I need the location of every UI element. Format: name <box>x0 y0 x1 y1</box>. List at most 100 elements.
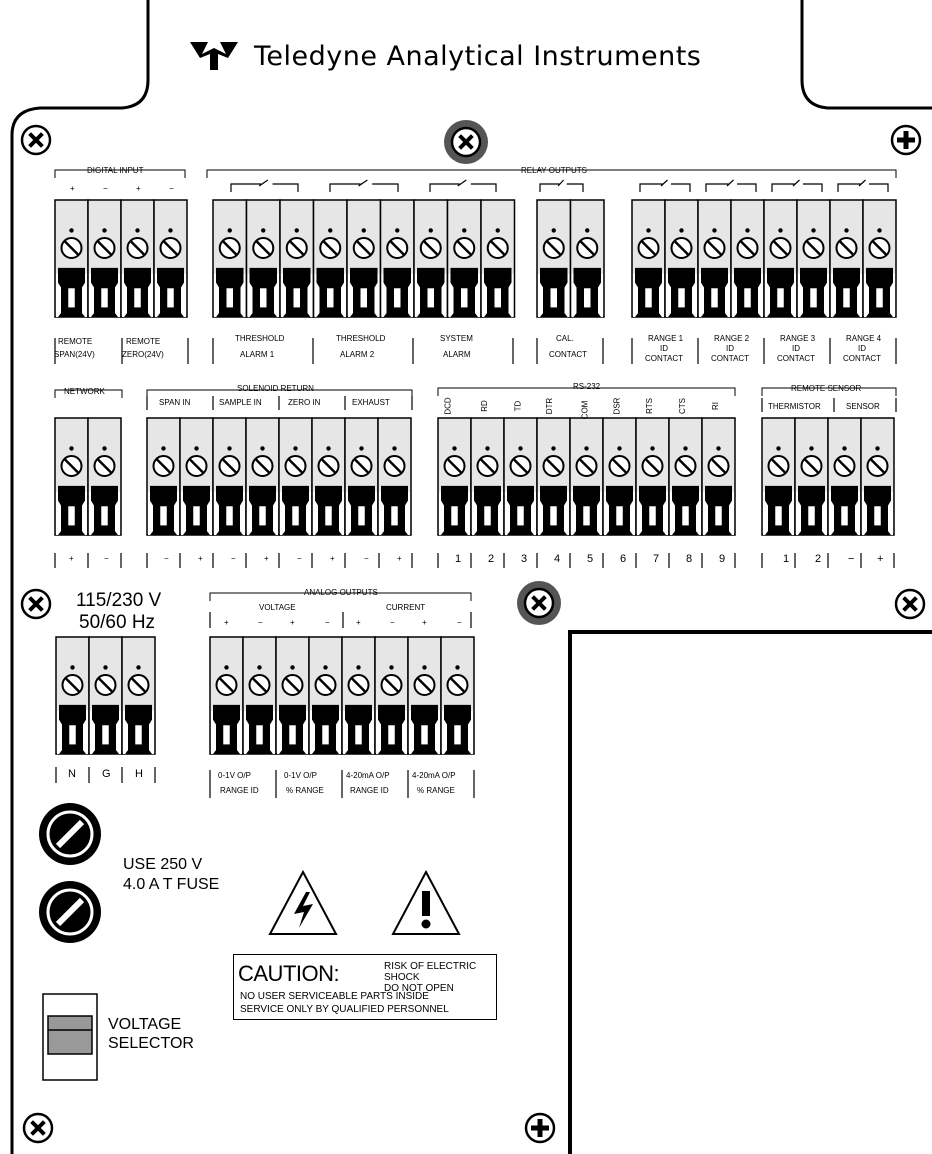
relay-block-c-terminal-8[interactable] <box>862 199 897 318</box>
rs232-block-terminal-5[interactable] <box>569 417 604 536</box>
remote-sensor-block-terminal-4[interactable] <box>860 417 895 536</box>
solenoid-pin-1: − <box>164 554 169 563</box>
rs232-block-terminal-4[interactable] <box>536 417 571 536</box>
relay-switch-6-icon <box>705 179 757 192</box>
relay-block-c-terminal-3[interactable] <box>697 199 732 318</box>
relay-block-a-terminal-1[interactable] <box>212 199 248 318</box>
digital-input-block-terminal-3[interactable] <box>120 199 155 318</box>
fuse-2-icon[interactable] <box>39 881 101 943</box>
solenoid-block-terminal-6[interactable] <box>311 417 346 536</box>
relay-block-c-terminal-1[interactable] <box>631 199 666 318</box>
digital-input-bracket <box>54 169 186 178</box>
relay-block-a-terminal-2[interactable] <box>245 199 281 318</box>
rs232-block-terminal-2[interactable] <box>470 417 505 536</box>
rs232-signal-dsr: DSR <box>612 397 622 415</box>
remote-sensor-block-terminal-1[interactable] <box>761 417 796 536</box>
remote-sensor-block-terminal-2[interactable] <box>794 417 829 536</box>
rs232-pin-7: 7 <box>653 553 660 565</box>
analog-label-1: 0-1V O/P <box>218 771 251 780</box>
rs232-pin-5: 5 <box>587 553 594 565</box>
digital-pin-2: − <box>103 184 108 193</box>
relay-block-c-terminal-2[interactable] <box>664 199 699 318</box>
analog-block-terminal-3[interactable] <box>275 636 310 755</box>
solenoid-block-terminal-4[interactable] <box>245 417 280 536</box>
range4-id: ID <box>858 344 866 353</box>
digital-pin-1: + <box>70 184 75 193</box>
analog-label-5: 4-20mA O/P <box>346 771 390 780</box>
relay-block-a-terminal-9[interactable] <box>480 199 516 318</box>
digital-input-block-terminal-2[interactable] <box>87 199 122 318</box>
range1-contact: CONTACT <box>645 354 684 363</box>
rs232-bracket <box>437 387 736 396</box>
solenoid-block-terminal-2[interactable] <box>179 417 214 536</box>
remote-sensor-pin-4: + <box>877 553 884 565</box>
power-block-terminal-3[interactable] <box>121 636 156 755</box>
relay-block-b-terminal-2[interactable] <box>569 199 605 318</box>
analog-voltage: VOLTAGE <box>259 603 296 612</box>
rs232-pin-8: 8 <box>686 553 693 565</box>
analog-block-terminal-4[interactable] <box>308 636 343 755</box>
analog-label-3: 0-1V O/P <box>284 771 317 780</box>
network-block-terminal-2[interactable] <box>87 417 122 536</box>
analog-block-terminal-2[interactable] <box>242 636 277 755</box>
relay-block-a-terminal-4[interactable] <box>312 199 348 318</box>
analog-label-8: % RANGE <box>417 786 455 795</box>
rs232-block-terminal-7[interactable] <box>635 417 670 536</box>
power-block-terminal-1[interactable] <box>55 636 90 755</box>
power-block-terminal-2[interactable] <box>88 636 123 755</box>
rs232-block-terminal-1[interactable] <box>437 417 472 536</box>
rs232-pin-9: 9 <box>719 553 726 565</box>
digital-input-title: DIGITAL INPUT <box>87 166 144 175</box>
rs232-block-terminal-6[interactable] <box>602 417 637 536</box>
solenoid-block-terminal-7[interactable] <box>344 417 379 536</box>
network-block-terminal-1[interactable] <box>54 417 89 536</box>
digital-input-block-terminal-1[interactable] <box>54 199 89 318</box>
rs232-block-terminal-9[interactable] <box>701 417 736 536</box>
analog-bracket <box>209 592 472 601</box>
caution-line-1: NO USER SERVICEABLE PARTS INSIDE <box>240 991 429 1002</box>
rs232-block-terminal-3[interactable] <box>503 417 538 536</box>
relay-label-alarm-1: ALARM 1 <box>240 350 275 359</box>
solenoid-block-terminal-3[interactable] <box>212 417 247 536</box>
digital-input-block-terminal-4[interactable] <box>153 199 188 318</box>
range4-contact: CONTACT <box>843 354 882 363</box>
relay-block-c-terminal-6[interactable] <box>796 199 831 318</box>
relay-block-a-terminal-3[interactable] <box>279 199 315 318</box>
relay-block-c-terminal-7[interactable] <box>829 199 864 318</box>
relay-block-b-terminal-1[interactable] <box>536 199 572 318</box>
fuse-1-icon[interactable] <box>39 803 101 865</box>
relay-block-c-terminal-4[interactable] <box>730 199 765 318</box>
power-frequency: 50/60 Hz <box>79 612 156 633</box>
remote-sensor-block-terminal-3[interactable] <box>827 417 862 536</box>
relay-block-a-terminal-6[interactable] <box>379 199 415 318</box>
network-bracket <box>54 389 123 398</box>
solenoid-block-terminal-1[interactable] <box>146 417 181 536</box>
solenoid-block-terminal-8[interactable] <box>377 417 412 536</box>
analog-block-terminal-7[interactable] <box>407 636 442 755</box>
rs232-block <box>437 417 736 536</box>
analog-title: ANALOG OUTPUTS <box>304 588 378 597</box>
digital-label-remote-2: REMOTE <box>126 337 161 346</box>
remote-sensor-pin-1: 1 <box>783 553 790 565</box>
voltage-selector-switch[interactable] <box>42 993 98 1081</box>
rs232-pin-2: 2 <box>488 553 495 565</box>
relay-block-a-terminal-5[interactable] <box>346 199 382 318</box>
relay-block-c-terminal-5[interactable] <box>763 199 798 318</box>
analog-block <box>209 636 475 755</box>
analog-block-terminal-5[interactable] <box>341 636 376 755</box>
relay-block-a-terminal-8[interactable] <box>446 199 482 318</box>
solenoid-block-terminal-5[interactable] <box>278 417 313 536</box>
analog-block-terminal-8[interactable] <box>440 636 475 755</box>
electric-shock-warning-icon <box>268 869 338 935</box>
mounting-screw-2-icon <box>890 124 922 156</box>
digital-input-block <box>54 199 188 318</box>
analog-block-terminal-1[interactable] <box>209 636 244 755</box>
power-pin-h: H <box>135 768 143 780</box>
relay-block-a-terminal-7[interactable] <box>413 199 449 318</box>
caution-label: CAUTION: RISK OF ELECTRIC SHOCK DO NOT O… <box>233 954 497 1020</box>
solenoid-pin-5: − <box>297 554 302 563</box>
analog-block-terminal-6[interactable] <box>374 636 409 755</box>
rs232-block-terminal-8[interactable] <box>668 417 703 536</box>
screws-layer <box>20 120 926 1144</box>
relay-block-b <box>536 199 605 318</box>
